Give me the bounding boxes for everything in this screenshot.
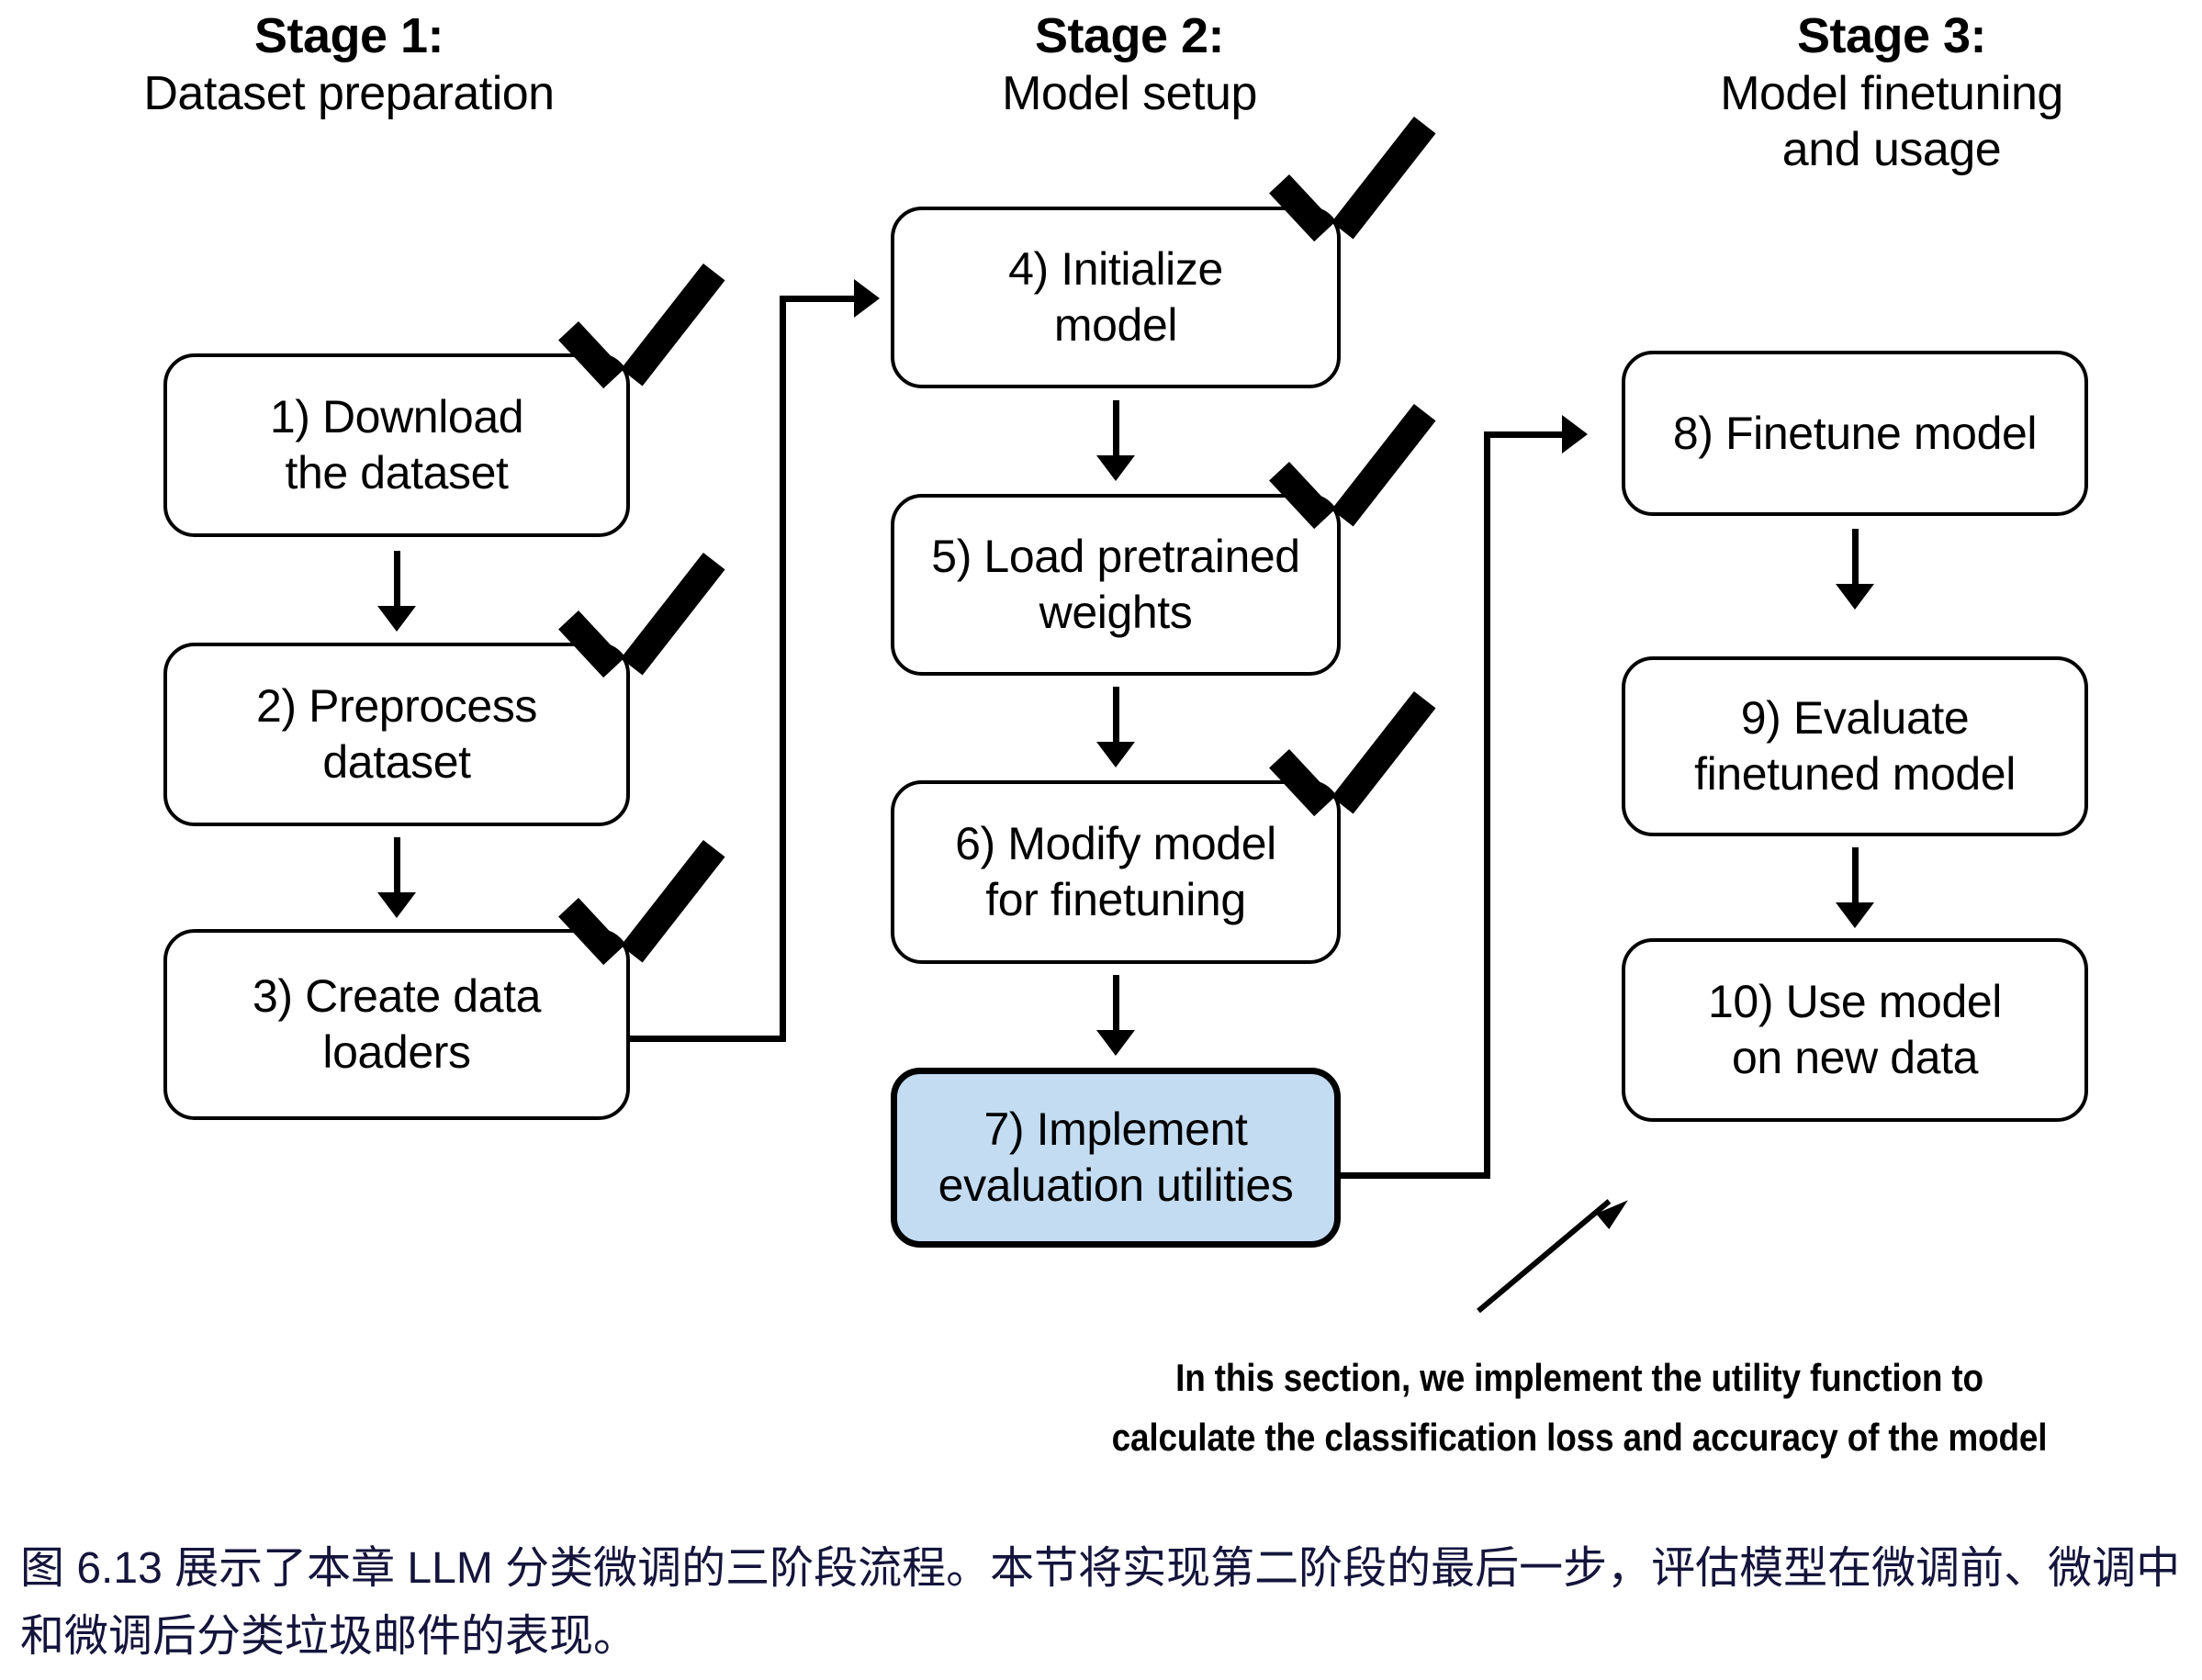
- node-label: 9) Evaluate finetuned model: [1694, 690, 2016, 802]
- node-line-2: model: [1053, 299, 1178, 351]
- connector-1-to-2: [394, 551, 400, 613]
- connector-5-to-6: [1113, 687, 1119, 749]
- node-line-1: 7) Implement: [983, 1103, 1248, 1155]
- callout-text: In this section, we implement the utilit…: [1038, 1348, 2120, 1467]
- node-use-model-on-new-data[interactable]: 10) Use model on new data: [1622, 938, 2088, 1122]
- node-line-1: 9) Evaluate: [1740, 692, 1970, 744]
- node-download-the-dataset[interactable]: 1) Download the dataset: [163, 353, 630, 537]
- node-label: 5) Load pretrained weights: [931, 529, 1300, 641]
- arrow-1-to-2: [377, 606, 416, 632]
- node-line-2: weights: [1039, 587, 1193, 638]
- node-preprocess-dataset[interactable]: 2) Preprocess dataset: [163, 643, 630, 826]
- arrow-7-to-8: [1562, 415, 1588, 454]
- node-label: 2) Preprocess dataset: [256, 678, 537, 790]
- node-line-1: 1) Download: [269, 391, 524, 442]
- node-line-2: on new data: [1731, 1032, 1979, 1083]
- node-line-2: for finetuning: [985, 874, 1246, 925]
- arrow-9-to-10: [1836, 902, 1874, 928]
- stage-1-subtitle: Dataset preparation: [143, 66, 555, 120]
- stage-2-subtitle: Model setup: [1002, 66, 1257, 120]
- connector-4-to-5: [1113, 400, 1119, 463]
- arrow-6-to-7: [1096, 1030, 1135, 1056]
- node-modify-model-for-finetuning[interactable]: 6) Modify model for finetuning: [891, 780, 1341, 964]
- node-line-2: finetuned model: [1694, 748, 2016, 800]
- node-label: 1) Download the dataset: [269, 389, 524, 501]
- node-line-1: 10) Use model: [1708, 976, 2002, 1027]
- stage-3-subtitle-line-1: Model finetuning: [1720, 66, 2063, 120]
- stage-3-header: Stage 3: Model finetuning and usage: [1598, 7, 2185, 178]
- connector-9-to-10: [1852, 847, 1859, 910]
- arrow-4-to-5: [1096, 455, 1135, 481]
- callout-arrow-head: [1596, 1193, 1635, 1229]
- arrow-3-to-4: [854, 279, 880, 318]
- node-implement-evaluation-utilities[interactable]: 7) Implement evaluation utilities: [891, 1068, 1341, 1248]
- connector-3-to-4-segment-vertical: [780, 296, 786, 1039]
- connector-7-to-8-segment-horizontal-upper: [1484, 431, 1568, 438]
- connector-2-to-3: [394, 837, 400, 900]
- callout-line-2: calculate the classification loss and ac…: [1111, 1416, 2048, 1460]
- arrow-2-to-3: [377, 892, 416, 918]
- figure-caption: 图 6.13 展示了本章 LLM 分类微调的三阶段流程。本节将实现第二阶段的最后…: [20, 1544, 2181, 1662]
- connector-7-to-8-segment-vertical: [1484, 431, 1490, 1177]
- node-create-data-loaders[interactable]: 3) Create data loaders: [163, 929, 630, 1120]
- node-line-2: the dataset: [285, 447, 509, 498]
- connector-3-to-4-segment-horizontal-upper: [780, 296, 860, 302]
- connector-6-to-7: [1113, 975, 1119, 1037]
- node-line-2: dataset: [322, 736, 471, 788]
- node-label: 6) Modify model for finetuning: [955, 816, 1276, 928]
- stage-2-header: Stage 2: Model setup: [826, 7, 1432, 122]
- node-initialize-model[interactable]: 4) Initialize model: [891, 207, 1341, 388]
- arrow-5-to-6: [1096, 742, 1135, 767]
- node-label: 7) Implement evaluation utilities: [938, 1102, 1294, 1214]
- node-line-1: 2) Preprocess: [255, 680, 538, 732]
- node-label: 3) Create data loaders: [253, 969, 541, 1081]
- node-line-1: 8) Finetune model: [1672, 407, 2038, 459]
- node-line-2: evaluation utilities: [938, 1159, 1294, 1211]
- node-line-1: 4) Initialize: [1008, 243, 1223, 295]
- stage-3-title: Stage 3:: [1796, 8, 1987, 63]
- node-line-1: 3) Create data: [252, 970, 542, 1022]
- node-label: 4) Initialize model: [1008, 241, 1223, 353]
- arrow-8-to-9: [1836, 584, 1874, 610]
- node-line-1: 6) Modify model: [955, 818, 1276, 869]
- node-line-2: loaders: [322, 1026, 471, 1078]
- stage-3-subtitle-line-2: and usage: [1781, 123, 2002, 177]
- stage-1-title: Stage 1:: [253, 8, 444, 63]
- stage-2-title: Stage 2:: [1034, 8, 1225, 63]
- connector-3-to-4-segment-horizontal-lower: [630, 1036, 786, 1042]
- node-line-1: 5) Load pretrained: [931, 531, 1300, 582]
- callout-arrow-shaft: [1477, 1199, 1612, 1314]
- node-load-pretrained-weights[interactable]: 5) Load pretrained weights: [891, 494, 1341, 676]
- node-finetune-model[interactable]: 8) Finetune model: [1622, 351, 2088, 516]
- callout-line-1: In this section, we implement the utilit…: [1175, 1356, 1983, 1399]
- node-label: 10) Use model on new data: [1708, 974, 2002, 1086]
- node-evaluate-finetuned-model[interactable]: 9) Evaluate finetuned model: [1622, 656, 2088, 836]
- connector-7-to-8-segment-horizontal-lower: [1341, 1172, 1490, 1179]
- connector-8-to-9: [1852, 529, 1859, 591]
- node-label: 8) Finetune model: [1672, 406, 2038, 462]
- stage-1-header: Stage 1: Dataset preparation: [55, 7, 643, 122]
